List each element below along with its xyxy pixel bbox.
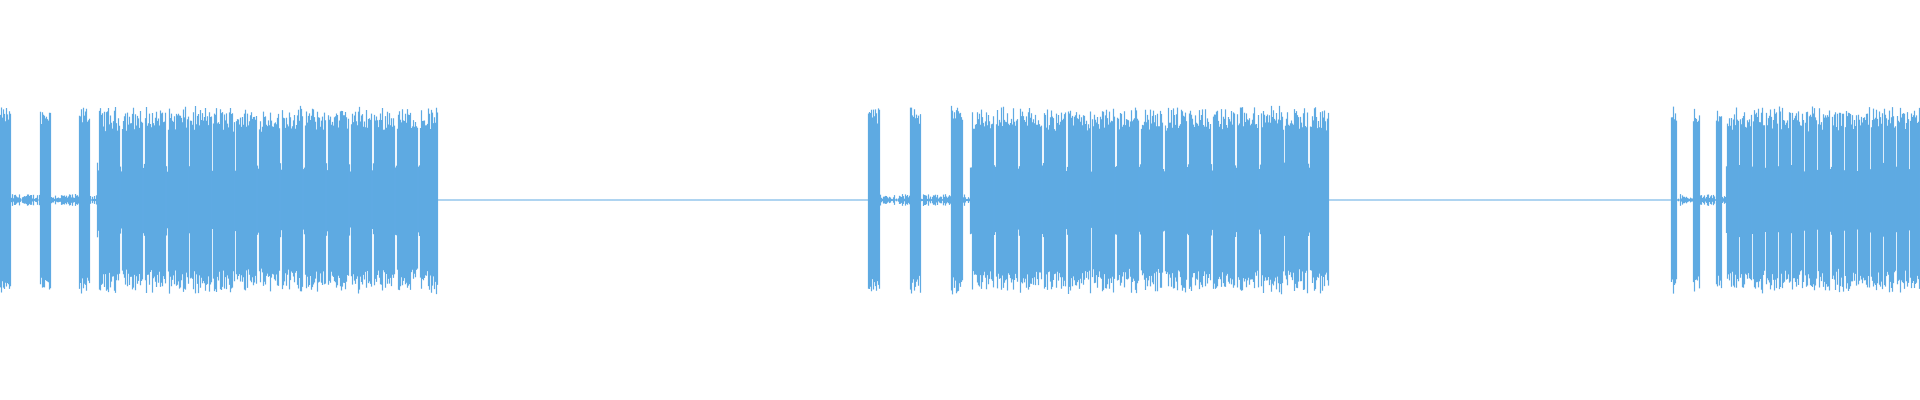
waveform-bars — [0, 105, 1920, 295]
